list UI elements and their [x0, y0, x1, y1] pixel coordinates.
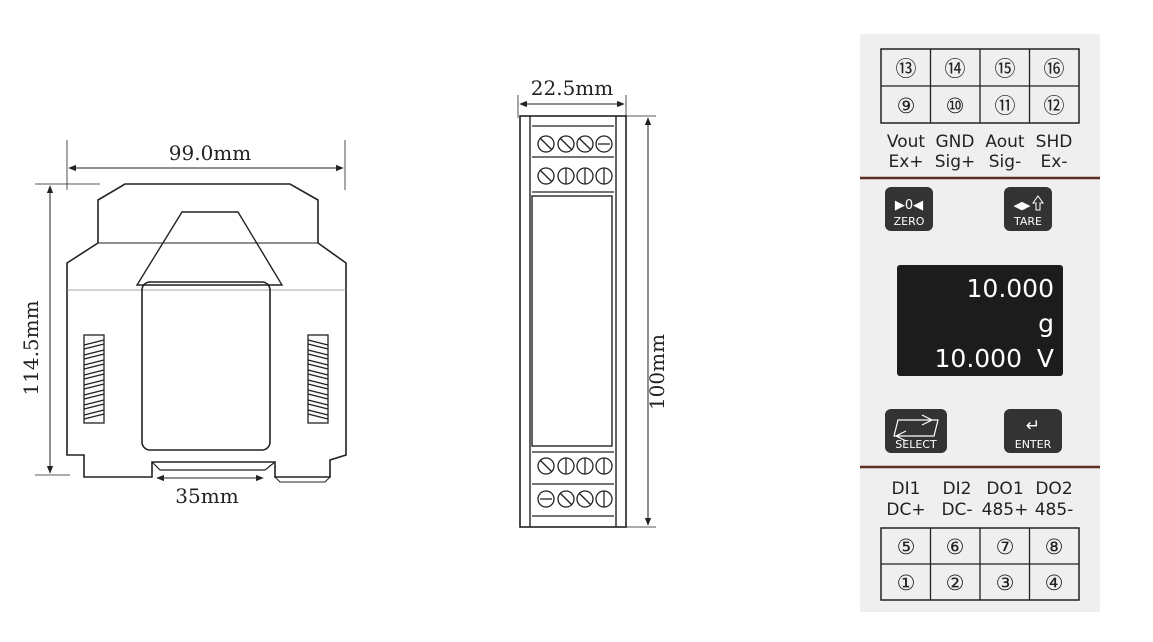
front-panel: ⑬ ⑭ ⑮ ⑯ ⑨ ⑩ ⑪ ⑫ Vout GND Aout SHD Ex+ Si… [860, 34, 1100, 612]
label-dc-minus: DC- [941, 500, 972, 520]
enter-button-label: ENTER [1015, 438, 1052, 451]
terminal-7: ⑦ [996, 535, 1015, 559]
terminal-16: ⑯ [1044, 57, 1065, 81]
side-width-label: 99.0mm [169, 141, 251, 165]
side-grip-right [307, 334, 329, 424]
label-ex-plus: Ex+ [888, 152, 923, 172]
side-label-window [141, 281, 271, 451]
terminal-1: ① [897, 571, 916, 595]
terminal-13: ⑬ [896, 57, 917, 81]
terminal-11: ⑪ [995, 94, 1016, 118]
terminal-8: ⑧ [1045, 535, 1064, 559]
label-485-minus: 485- [1035, 500, 1074, 520]
display-voltage-unit: V [1037, 344, 1054, 373]
terminal-2: ② [946, 571, 965, 595]
tare-up-arrow-icon [1032, 195, 1044, 211]
terminal-12: ⑫ [1044, 94, 1065, 118]
label-vout: Vout [887, 132, 925, 152]
top-terminal-table: ⑬ ⑭ ⑮ ⑯ ⑨ ⑩ ⑪ ⑫ [880, 48, 1080, 124]
rail-width-label: 35mm [175, 484, 238, 508]
label-aout: Aout [985, 132, 1025, 152]
label-sig-plus: Sig+ [935, 152, 976, 172]
side-height-label: 114.5mm [19, 300, 43, 395]
front-view: 22.5mm 100mm [517, 76, 669, 528]
terminal-10: ⑩ [946, 94, 965, 118]
display-weight-value: 10.000 [967, 274, 1054, 303]
terminal-3: ③ [996, 571, 1015, 595]
tare-icon: ◀▶ [1014, 199, 1031, 212]
label-gnd: GND [936, 132, 975, 152]
label-shd: SHD [1036, 132, 1073, 152]
enter-button[interactable]: ↵ ENTER [1004, 409, 1062, 453]
enter-arrow-icon: ↵ [1026, 416, 1040, 436]
front-body-outline [519, 115, 627, 528]
terminal-9: ⑨ [897, 94, 916, 118]
label-dc-plus: DC+ [886, 500, 925, 520]
terminal-6: ⑥ [946, 535, 965, 559]
label-485-plus: 485+ [982, 500, 1029, 520]
front-label-window [531, 195, 613, 447]
select-button[interactable]: SELECT [885, 409, 947, 453]
zero-icon: ▶0◀ [895, 198, 923, 213]
label-sig-minus: Sig- [989, 152, 1021, 172]
display-voltage-value: 10.000 [935, 344, 1022, 373]
front-width-label: 22.5mm [531, 76, 613, 100]
side-body-outline [66, 183, 347, 478]
terminal-4: ④ [1045, 571, 1064, 595]
terminal-14: ⑭ [945, 57, 966, 81]
label-do2: DO2 [1035, 479, 1072, 499]
zero-button[interactable]: ▶0◀ ZERO [885, 187, 933, 231]
bottom-terminal-table: ⑤ ⑥ ⑦ ⑧ ① ② ③ ④ [880, 527, 1080, 601]
front-bottom-terminals [532, 451, 614, 517]
zero-button-label: ZERO [894, 215, 925, 228]
front-top-terminals [532, 125, 614, 193]
bottom-signal-labels: DI1 DI2 DO1 DO2 DC+ DC- 485+ 485- [886, 479, 1073, 520]
display-weight-unit: g [1038, 309, 1054, 338]
side-top-trapezoid [135, 211, 284, 286]
label-di2: DI2 [943, 479, 972, 499]
top-signal-labels: Vout GND Aout SHD Ex+ Sig+ Sig- Ex- [887, 132, 1072, 172]
tare-button-label: TARE [1013, 215, 1042, 228]
select-button-label: SELECT [895, 438, 937, 451]
side-grip-left [83, 334, 105, 424]
front-height-label: 100mm [645, 334, 669, 410]
tare-button[interactable]: ◀▶ TARE [1004, 187, 1052, 231]
label-do1: DO1 [986, 479, 1023, 499]
label-ex-minus: Ex- [1041, 152, 1068, 172]
label-di1: DI1 [892, 479, 921, 499]
lcd-display: 10.000 g 10.000 V [897, 265, 1063, 376]
select-arrows-icon [893, 414, 939, 442]
terminal-5: ⑤ [897, 535, 916, 559]
side-view: 99.0mm 114.5mm 35mm [19, 140, 347, 508]
terminal-15: ⑮ [995, 57, 1016, 81]
